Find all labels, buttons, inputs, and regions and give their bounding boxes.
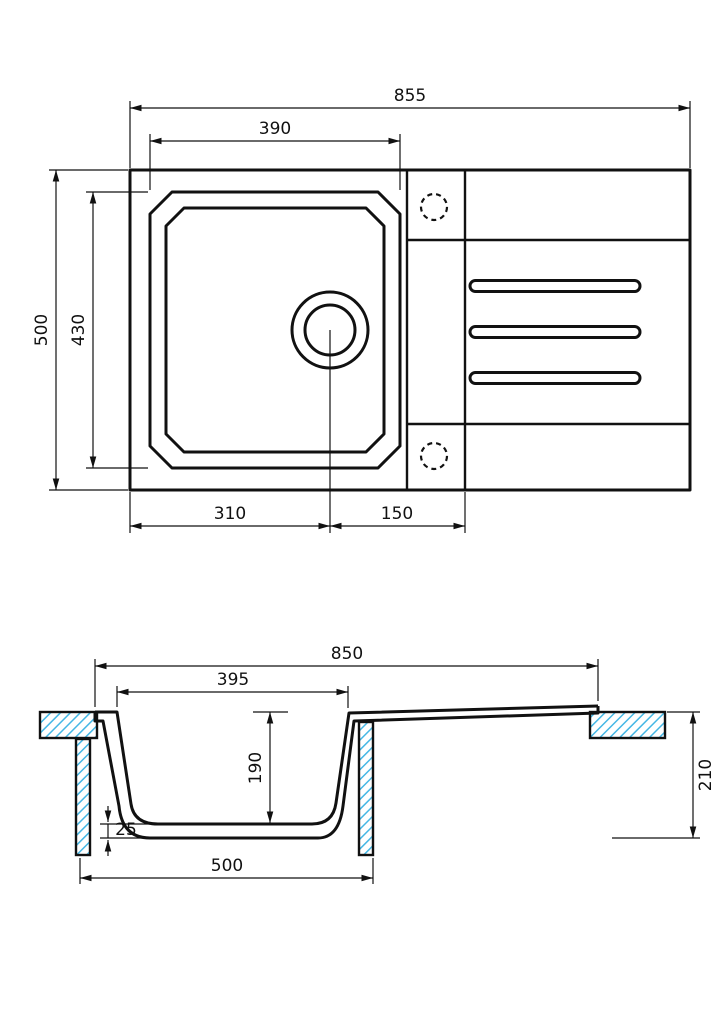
top-view: 855 390 500 430 310 (32, 86, 692, 533)
dim-section-overall-width: 850 (94, 644, 599, 707)
countertop-right (588, 710, 667, 740)
section-view: 850 395 190 25 500 (38, 644, 716, 884)
dim-section-bowl-outer-width: 500 (79, 856, 374, 884)
dim-label-190: 190 (246, 752, 266, 784)
dim-bowl-depth: 430 (69, 191, 148, 469)
dim-label-210: 210 (696, 759, 716, 791)
dim-label-855: 855 (394, 86, 426, 106)
dim-section-base-thickness: 25 (100, 806, 158, 856)
bowl-rim-inner (164, 206, 386, 454)
dim-drain-position: 310 150 (129, 492, 466, 533)
dim-label-310: 310 (214, 504, 246, 524)
clamp-right (357, 720, 375, 857)
drainboard-groove (468, 325, 642, 339)
drainboard-groove (468, 371, 642, 385)
dim-label-430: 430 (69, 314, 89, 346)
dim-label-25: 25 (115, 820, 137, 840)
sink-profile-inner (95, 704, 599, 826)
dim-label-500-depth: 500 (32, 314, 52, 346)
dim-label-390: 390 (259, 119, 291, 139)
sink-profile-outer (93, 706, 600, 840)
bowl-rim-outer (148, 190, 402, 470)
dim-overall-depth: 500 (32, 169, 128, 491)
dim-label-395: 395 (217, 670, 249, 690)
drainboard-groove (468, 279, 642, 293)
tap-hole-bottom (419, 441, 449, 471)
dim-label-850: 850 (331, 644, 363, 664)
clamp-left (74, 737, 92, 857)
dim-section-bowl-width: 395 (116, 670, 349, 708)
countertop-left (38, 710, 99, 740)
dim-label-500-outer: 500 (211, 856, 243, 876)
dim-label-150: 150 (381, 504, 413, 524)
tap-hole-top (419, 192, 449, 222)
sink-outline (128, 168, 692, 492)
dim-section-bowl-depth: 190 (246, 711, 288, 823)
dim-section-overall-height: 210 (612, 711, 716, 839)
dim-bowl-width: 390 (149, 119, 401, 190)
dim-overall-width: 855 (129, 86, 691, 168)
